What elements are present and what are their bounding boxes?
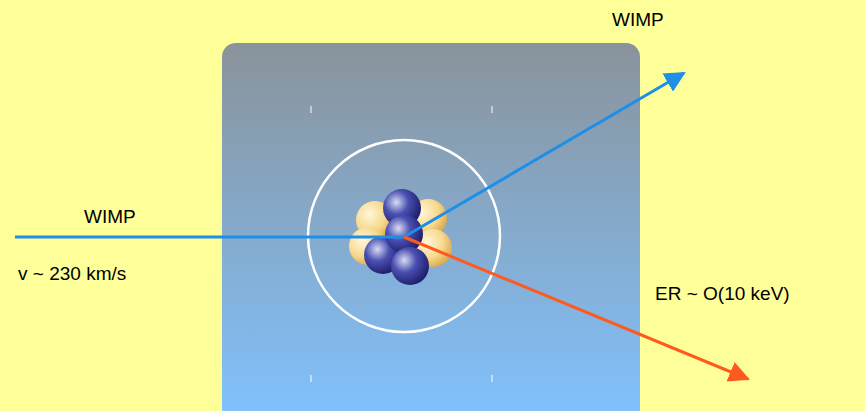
nuclear-recoil-track (404, 237, 748, 379)
particle-label: WIMP (84, 207, 136, 228)
tick-marks (311, 106, 492, 382)
detector-block (222, 43, 640, 411)
particle-label: WIMP (612, 10, 664, 31)
velocity-label: v ~ 230 km/s (18, 264, 126, 285)
scattered-wimp-track (404, 73, 684, 237)
recoil-energy-label: ER ~ O(10 keV) (655, 284, 790, 305)
incoming-wimp-track (15, 236, 404, 239)
